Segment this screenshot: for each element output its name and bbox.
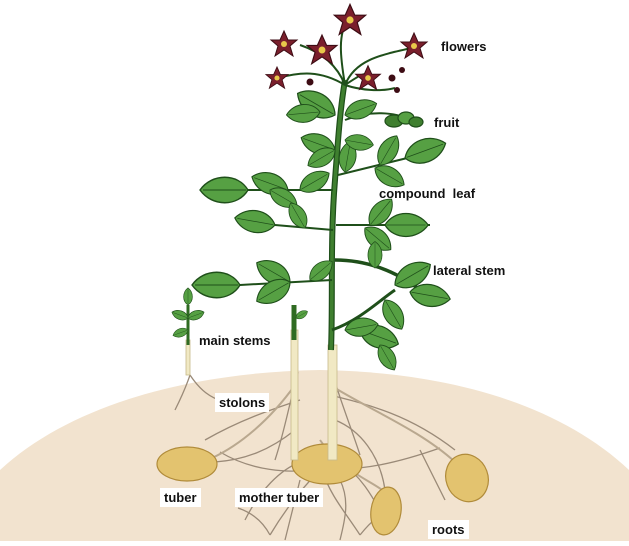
label-fruit: fruit xyxy=(434,115,459,130)
label-lateral-stem: lateral stem xyxy=(433,263,505,278)
leaves-right xyxy=(336,95,452,374)
second-stem xyxy=(294,305,309,340)
label-tuber: tuber xyxy=(160,488,201,507)
label-flowers: flowers xyxy=(441,39,487,54)
label-roots: roots xyxy=(428,520,469,539)
label-stolons: stolons xyxy=(215,393,269,412)
tuber-left xyxy=(157,447,217,481)
leaves-left xyxy=(192,83,341,310)
label-compound-leaf: compound leaf xyxy=(379,186,475,201)
label-mother-tuber: mother tuber xyxy=(235,488,323,507)
label-main-stems: main stems xyxy=(195,331,275,350)
mother-tuber-shape xyxy=(292,444,362,484)
